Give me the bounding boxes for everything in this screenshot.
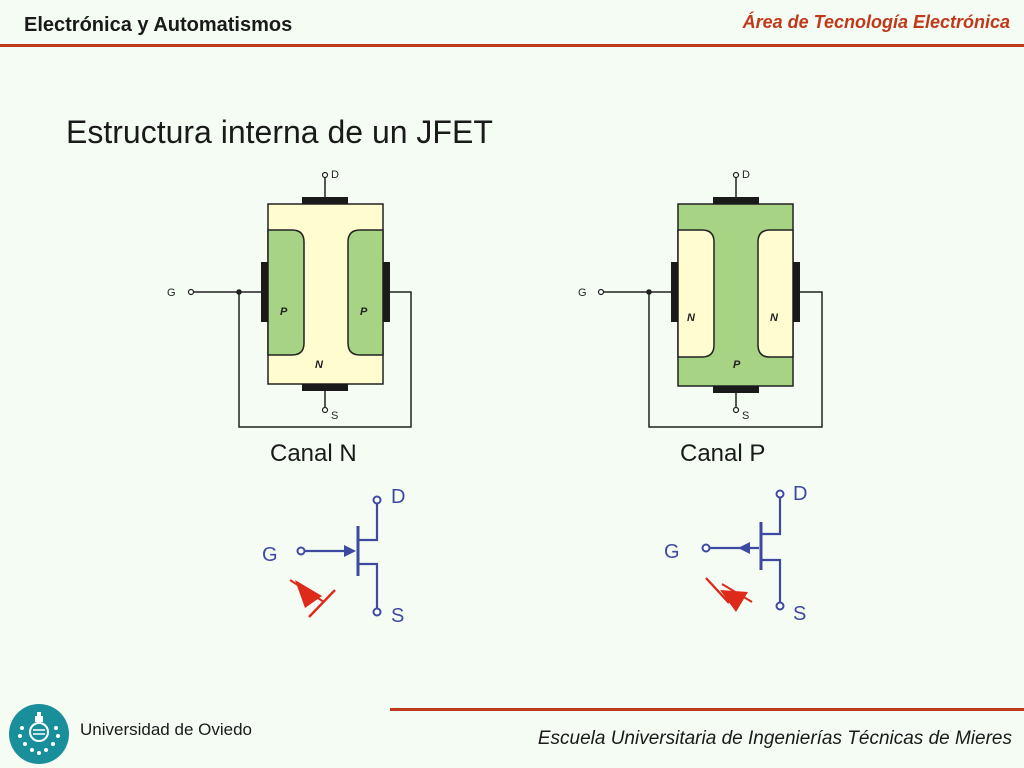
slide-title: Estructura interna de un JFET	[66, 114, 493, 150]
n-label-d: D	[331, 169, 339, 181]
p-right-n-region	[757, 229, 794, 358]
p-source-terminal	[732, 406, 740, 414]
n-source-contact	[302, 384, 348, 391]
n-sym-gate-arrow	[344, 545, 356, 557]
p-sym-gate-terminal	[701, 543, 711, 553]
p-channel-label: P	[733, 359, 741, 371]
school-name: Escuela Universitaria de Ingenierías Téc…	[537, 728, 1012, 749]
n-sym-label-g: G	[262, 544, 278, 566]
p-channel-caption: Canal P	[680, 440, 766, 467]
p-channel-structure: D S G N N P	[578, 169, 823, 428]
n-sym-source-terminal	[372, 607, 382, 617]
p-sym-drain-terminal	[775, 489, 785, 499]
p-left-n-region	[677, 229, 715, 358]
n-channel-symbol: D G S	[262, 486, 405, 627]
header-divider	[0, 44, 1024, 47]
n-label-g: G	[167, 287, 176, 299]
p-sym-source-terminal	[775, 601, 785, 611]
n-drain-terminal	[321, 171, 329, 179]
p-label-s: S	[742, 410, 749, 422]
p-sym-label-s: S	[793, 603, 806, 625]
p-region-right-label: N	[770, 312, 779, 324]
n-channel-structure: D S G P P N	[167, 169, 412, 428]
p-channel-symbol: D G S	[664, 483, 807, 625]
p-gate-contact-right	[793, 262, 800, 322]
n-channel-label: N	[315, 359, 324, 371]
p-region-left-label: N	[687, 312, 696, 324]
n-sym-drain-terminal	[372, 495, 382, 505]
n-sym-label-s: S	[391, 605, 404, 627]
p-source-contact	[713, 386, 759, 393]
n-left-p-region	[267, 229, 305, 356]
university-name: Universidad de Oviedo	[80, 720, 252, 739]
area-title: Área de Tecnología Electrónica	[742, 12, 1010, 32]
p-sym-label-g: G	[664, 541, 680, 563]
n-right-p-region	[347, 229, 384, 356]
p-gate-terminal	[597, 288, 605, 296]
p-sym-diode-icon	[705, 577, 753, 612]
n-source-terminal	[321, 406, 329, 414]
n-gate-contact-right	[383, 262, 390, 322]
university-logo-icon	[9, 704, 69, 764]
n-sym-diode-icon	[289, 579, 336, 618]
p-drain-terminal	[732, 171, 740, 179]
n-region-left-label: P	[280, 306, 288, 318]
n-sym-gate-terminal	[296, 546, 306, 556]
p-sym-label-d: D	[793, 483, 807, 505]
n-drain-contact	[302, 197, 348, 204]
n-sym-label-d: D	[391, 486, 405, 508]
course-title: Electrónica y Automatismos	[24, 14, 293, 36]
n-gate-contact-left	[261, 262, 268, 322]
p-gate-contact-left	[671, 262, 678, 322]
n-gate-terminal	[187, 288, 195, 296]
p-drain-contact	[713, 197, 759, 204]
p-label-g: G	[578, 287, 587, 299]
p-label-d: D	[742, 169, 750, 181]
footer-divider	[390, 708, 1024, 711]
n-channel-caption: Canal N	[270, 440, 357, 467]
n-label-s: S	[331, 410, 338, 422]
p-sym-gate-arrow	[738, 542, 750, 554]
n-region-right-label: P	[360, 306, 368, 318]
